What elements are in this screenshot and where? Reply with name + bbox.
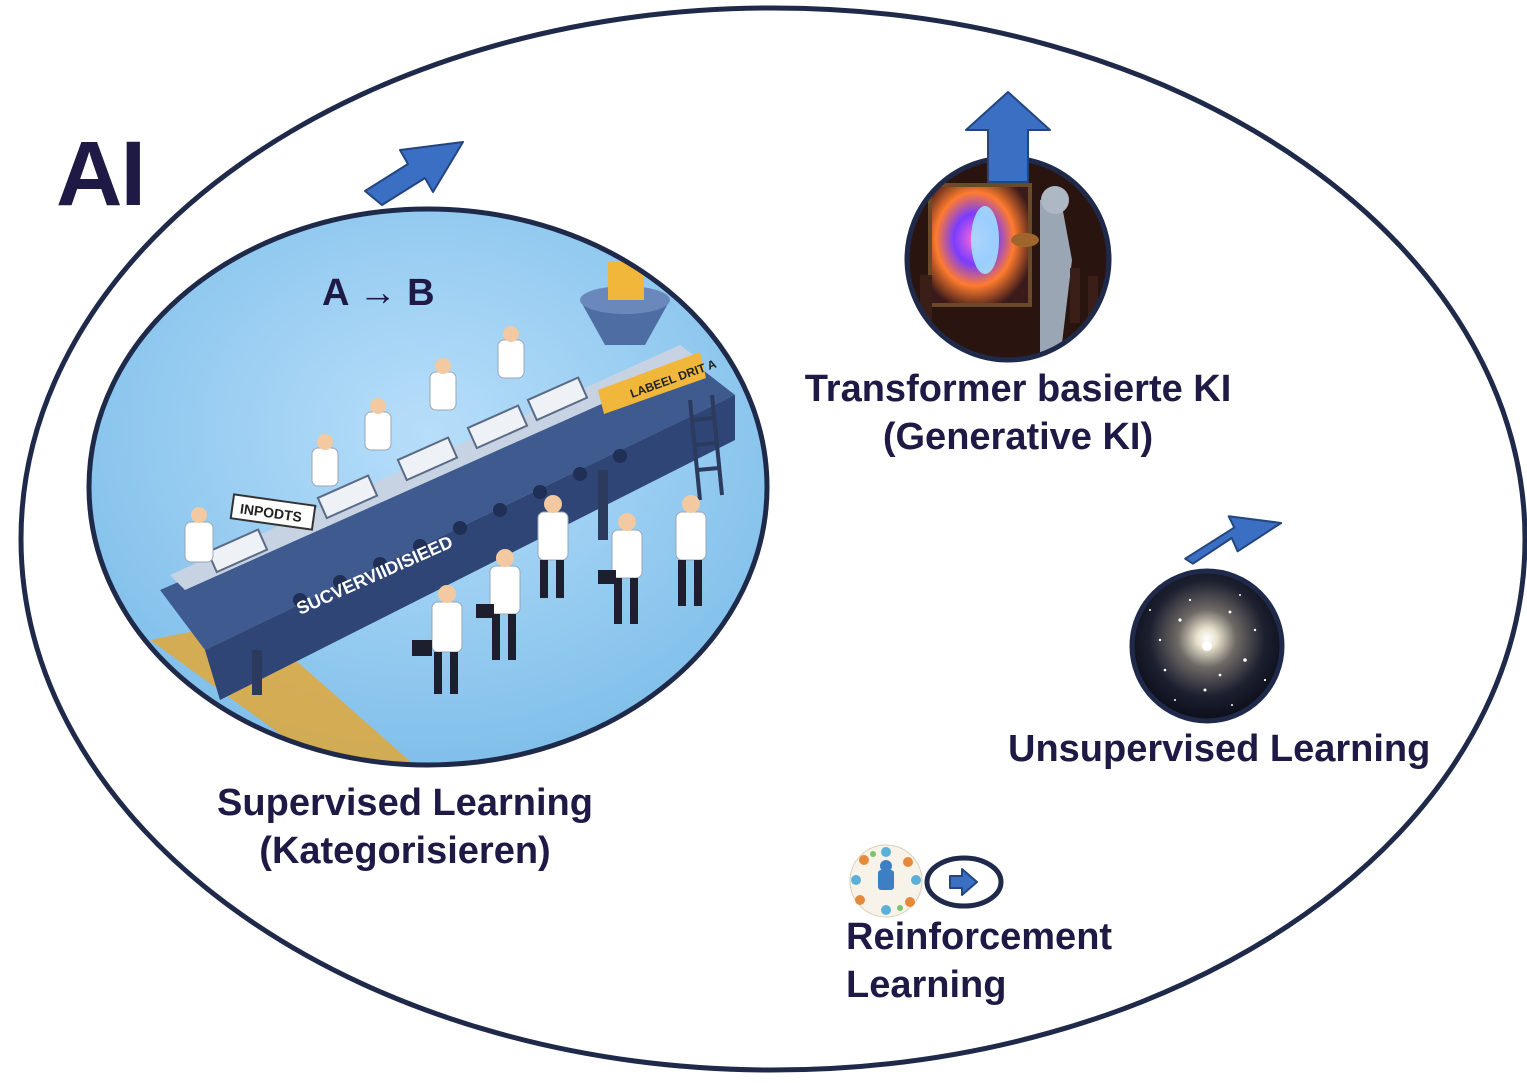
reinforcement-label-line1: Reinforcement xyxy=(846,916,1113,958)
supervised-learning-label: Supervised Learning (Kategorisieren) xyxy=(200,780,610,875)
reinforcement-label-line2: Learning xyxy=(846,963,1007,1006)
supervised-mapping-label: A → B xyxy=(322,272,435,314)
workers xyxy=(184,326,707,694)
transformer-label-line2: (Generative KI) xyxy=(882,415,1154,458)
reinforcement-image xyxy=(849,844,923,918)
belt-rollers xyxy=(293,449,627,607)
supervised-arrow-icon xyxy=(364,141,464,206)
unsupervised-arrow-icon xyxy=(1184,515,1283,565)
supervised-image: INPODTS SUCVERVIIDISIEED LABEEL DRIT A xyxy=(86,206,770,768)
page-title: AI xyxy=(56,123,146,225)
transformer-image xyxy=(904,155,1112,363)
unsupervised-image xyxy=(1129,568,1285,724)
transformer-label-line1: Transformer basierte KI xyxy=(804,368,1232,410)
reinforcement-arrow-icon xyxy=(924,855,1004,909)
supervised-label-line1: Supervised Learning xyxy=(217,782,593,824)
transformer-label: Transformer basierte KI (Generative KI) xyxy=(780,366,1256,461)
reinforcement-learning-label: Reinforcement Learning xyxy=(846,914,1112,1009)
supervised-label-line2: (Kategorisieren) xyxy=(259,829,551,872)
unsupervised-learning-label: Unsupervised Learning xyxy=(1008,728,1431,770)
transformer-arrow-icon xyxy=(965,91,1051,183)
